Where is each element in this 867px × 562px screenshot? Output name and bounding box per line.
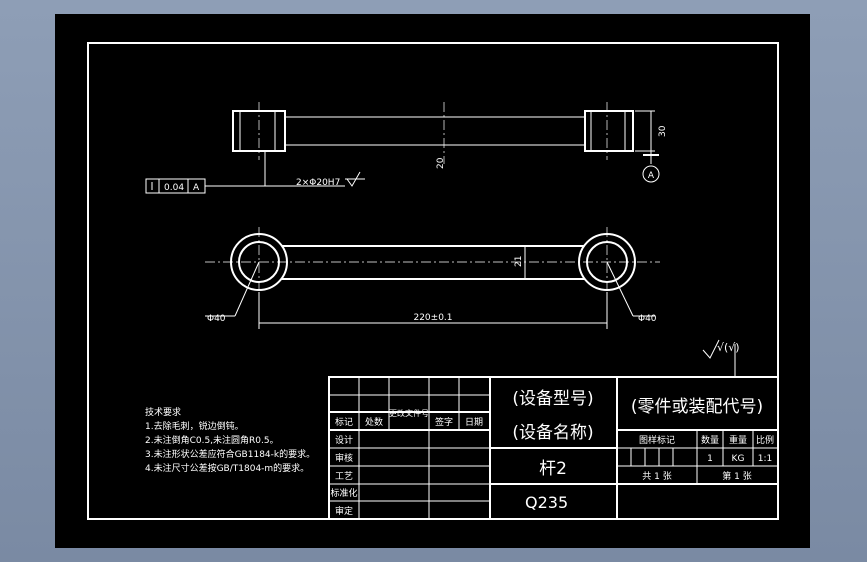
rev-header: 日期 bbox=[465, 417, 483, 428]
tech-req-item: 1.去除毛刺，锐边倒钝。 bbox=[145, 420, 244, 432]
rev-header: 更改文件号 bbox=[389, 408, 429, 418]
rev-header: 处数 bbox=[365, 416, 383, 428]
front-view bbox=[145, 102, 660, 194]
rev-header: 签字 bbox=[435, 416, 453, 428]
dim-hole-left: Φ40 bbox=[207, 314, 226, 324]
tech-requirements: 技术要求 1.去除毛刺，锐边倒钝。 2.未注倒角C0.5,未注圆角R0.5。 3… bbox=[145, 406, 315, 474]
device-model: (设备型号) bbox=[512, 389, 593, 409]
top-view bbox=[205, 227, 660, 329]
tolerance-frame bbox=[145, 178, 206, 194]
part-name: 杆2 bbox=[539, 459, 567, 479]
hatched-arm bbox=[284, 116, 586, 146]
tol-datum: A bbox=[193, 183, 200, 193]
cad-drawing: 20 30 A 2×Φ20H7 0.04 A 21 220±0.1 Φ40 Φ4… bbox=[87, 42, 779, 520]
info-header: 重量 bbox=[729, 434, 747, 446]
rev-header: 标记 bbox=[335, 416, 353, 428]
info-header: 数量 bbox=[701, 434, 719, 446]
dim-end-width: 30 bbox=[658, 125, 668, 137]
dim-hole-fit: 2×Φ20H7 bbox=[296, 178, 340, 188]
weight-value: KG bbox=[732, 454, 745, 464]
sign-row-label: 设计 bbox=[335, 434, 353, 446]
tech-req-item: 3.未注形状公差应符合GB1184-k的要求。 bbox=[145, 448, 315, 460]
sheets-total: 共 1 张 bbox=[642, 471, 671, 482]
dim-hole-right: Φ40 bbox=[638, 314, 657, 324]
tech-req-item: 4.未注尺寸公差按GB/T1804-m的要求。 bbox=[145, 462, 309, 474]
datum-label: A bbox=[648, 171, 655, 181]
dim-length: 220±0.1 bbox=[413, 313, 452, 323]
drawing-sheet: 20 30 A 2×Φ20H7 0.04 A 21 220±0.1 Φ40 Φ4… bbox=[55, 14, 810, 548]
info-header: 比例 bbox=[756, 434, 774, 446]
sign-row-label: 审定 bbox=[335, 505, 353, 517]
tech-req-title: 技术要求 bbox=[145, 406, 181, 418]
qty-value: 1 bbox=[707, 454, 713, 464]
sign-row-label: 标准化 bbox=[330, 487, 357, 499]
sign-row-label: 工艺 bbox=[335, 471, 353, 482]
sheet-number: 第 1 张 bbox=[722, 470, 751, 482]
right-boss bbox=[584, 110, 634, 152]
part-code: (零件或装配代号) bbox=[631, 397, 763, 417]
roughness-general-label: √(√) bbox=[717, 341, 740, 354]
dim-arm-width: 20 bbox=[436, 157, 446, 169]
general-roughness-icon bbox=[702, 339, 720, 359]
material: Q235 bbox=[525, 493, 568, 512]
info-header: 图样标记 bbox=[639, 434, 675, 446]
tol-value: 0.04 bbox=[164, 183, 184, 193]
sign-row-label: 审核 bbox=[335, 452, 353, 464]
roughness-symbol bbox=[346, 171, 361, 187]
datum-a-marker bbox=[642, 165, 660, 183]
tech-req-item: 2.未注倒角C0.5,未注圆角R0.5。 bbox=[145, 434, 279, 446]
title-block bbox=[328, 376, 779, 520]
dim-arm-height: 21 bbox=[514, 256, 524, 267]
scale-value: 1:1 bbox=[758, 454, 772, 464]
device-name: (设备名称) bbox=[512, 423, 593, 443]
